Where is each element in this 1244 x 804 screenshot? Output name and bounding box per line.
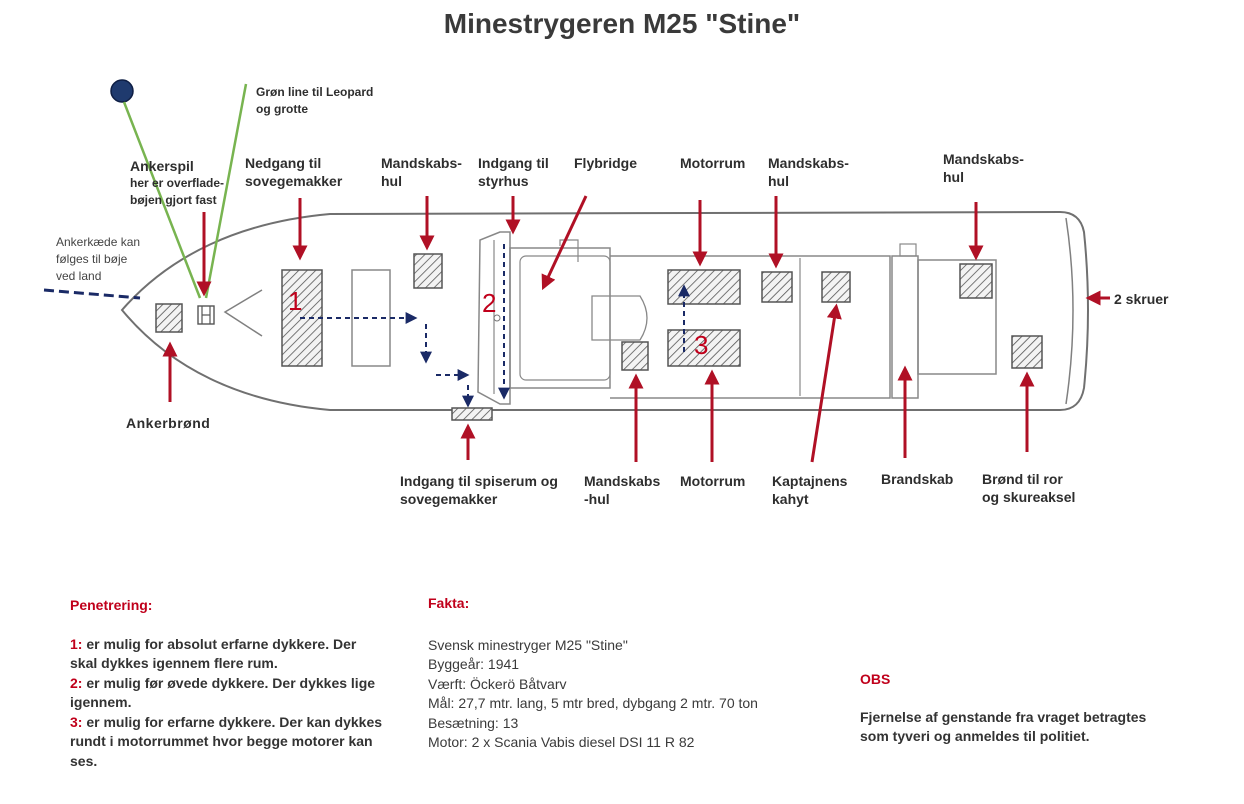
obs-line: som tyveri og anmeldes til politiet. xyxy=(860,728,1090,744)
fakta-line: Svensk minestryger M25 "Stine" xyxy=(428,636,628,653)
hatch-mandskab-3 xyxy=(959,263,993,299)
label-mandskabshul-2: Mandskabs- hul xyxy=(768,155,849,190)
stern-line xyxy=(1065,217,1074,405)
label-motorrum-bottom: Motorrum xyxy=(680,473,746,489)
fakta-panel: Fakta: Svensk minestryger M25 "Stine" By… xyxy=(428,594,828,753)
dive-route-1 xyxy=(300,312,474,408)
label-broend-ror: Brønd til ror og skureaksel xyxy=(982,471,1076,506)
fakta-line: Byggeår: 1941 xyxy=(428,656,520,672)
fakta-line: Besætning: 13 xyxy=(428,714,519,731)
route-number-2: 2 xyxy=(482,288,497,318)
fakta-heading: Fakta: xyxy=(428,595,470,611)
hatch-mandskab-1 xyxy=(413,253,443,289)
label-ankerbroend: Ankerbrønd xyxy=(126,415,211,431)
arrow-flybridge xyxy=(541,195,588,291)
label-motorrum-top: Motorrum xyxy=(680,155,746,171)
fakta-line: Mål: 27,7 mtr. lang, 5 mtr bred, dybgang… xyxy=(428,695,758,711)
engine-room xyxy=(610,255,891,399)
penetrering-heading: Penetrering: xyxy=(70,597,153,613)
bow-v xyxy=(223,289,263,337)
hatch-motor-top xyxy=(667,269,741,305)
obs-panel: OBS Fjernelse af genstande fra vraget be… xyxy=(860,670,1200,747)
penetrering-panel: Penetrering: 1: er mulig for absolut erf… xyxy=(70,596,410,771)
label-mandskabshul-bottom: Mandskabs -hul xyxy=(584,473,661,508)
hatch-ror xyxy=(1011,335,1043,369)
obs-line: Fjernelse af genstande fra vraget betrag… xyxy=(860,708,1147,725)
red-arrows xyxy=(162,195,1110,463)
label-indgang-spiserum: Indgang til spiserum og sovegemakker xyxy=(400,473,558,508)
hatch-kaptajn xyxy=(821,271,851,303)
label-ankerspil: Ankerspil her er overflade- bøjen gjort … xyxy=(130,158,225,207)
aft-cabin xyxy=(917,259,997,375)
penetrering-item-2: 2: er mulig før øvede dykkere. Der dykke… xyxy=(70,674,376,711)
page-title: Minestrygeren M25 "Stine" xyxy=(443,8,801,39)
green-line-buoy xyxy=(122,101,202,299)
hatch-mandskab-bottom xyxy=(621,341,649,371)
obs-heading: OBS xyxy=(860,671,891,687)
flybridge-outer xyxy=(509,247,611,389)
label-skruer: 2 skruer xyxy=(1114,291,1169,307)
arrow-kaptajn xyxy=(810,303,842,463)
toilet-shape xyxy=(591,295,648,341)
route-number-3: 3 xyxy=(694,330,709,360)
label-kaptajnens: Kaptajnens kahyt xyxy=(772,473,848,508)
hatch-motor-bottom xyxy=(667,329,741,367)
anchor-chain xyxy=(43,288,141,300)
label-ankerkaede: Ankerkæde kan følges til bøje ved land xyxy=(56,235,141,283)
buoy-icon xyxy=(110,79,134,103)
penetrering-item-3: 3: er mulig for erfarne dykkere. Der kan… xyxy=(70,713,383,769)
route-number-1: 1 xyxy=(288,286,303,316)
hull-outline xyxy=(120,210,1089,411)
label-mandskabshul-1: Mandskabs- hul xyxy=(381,155,462,190)
flybridge-inner xyxy=(519,255,611,381)
fakta-line: Værft: Öckerö Båtvarv xyxy=(428,675,567,692)
flybridge-rail xyxy=(559,239,579,262)
label-brandskab: Brandskab xyxy=(881,471,954,487)
hatch-mandskab-2 xyxy=(761,271,793,303)
label-nedgang: Nedgang til sovegemakker xyxy=(245,155,343,190)
label-indgang-styrhus: Indgang til styrhus xyxy=(478,155,549,190)
brandskab-top xyxy=(899,243,917,257)
label-mandskabshul-3: Mandskabs- hul xyxy=(943,151,1024,186)
penetrering-item-1: 1: er mulig for absolut erfarne dykkere.… xyxy=(70,635,357,672)
wheelhouse-porthole xyxy=(493,314,501,322)
hatch-ankerbroend xyxy=(155,303,183,333)
hatch-spiserum xyxy=(451,407,493,421)
fakta-line: Motor: 2 x Scania Vabis diesel DSI 11 R … xyxy=(428,734,695,750)
label-groen-line: Grøn line til Leopard og grotte xyxy=(256,85,374,116)
ankerspil-icon xyxy=(197,305,215,325)
green-line-leopard xyxy=(204,83,248,299)
label-flybridge: Flybridge xyxy=(574,155,638,171)
